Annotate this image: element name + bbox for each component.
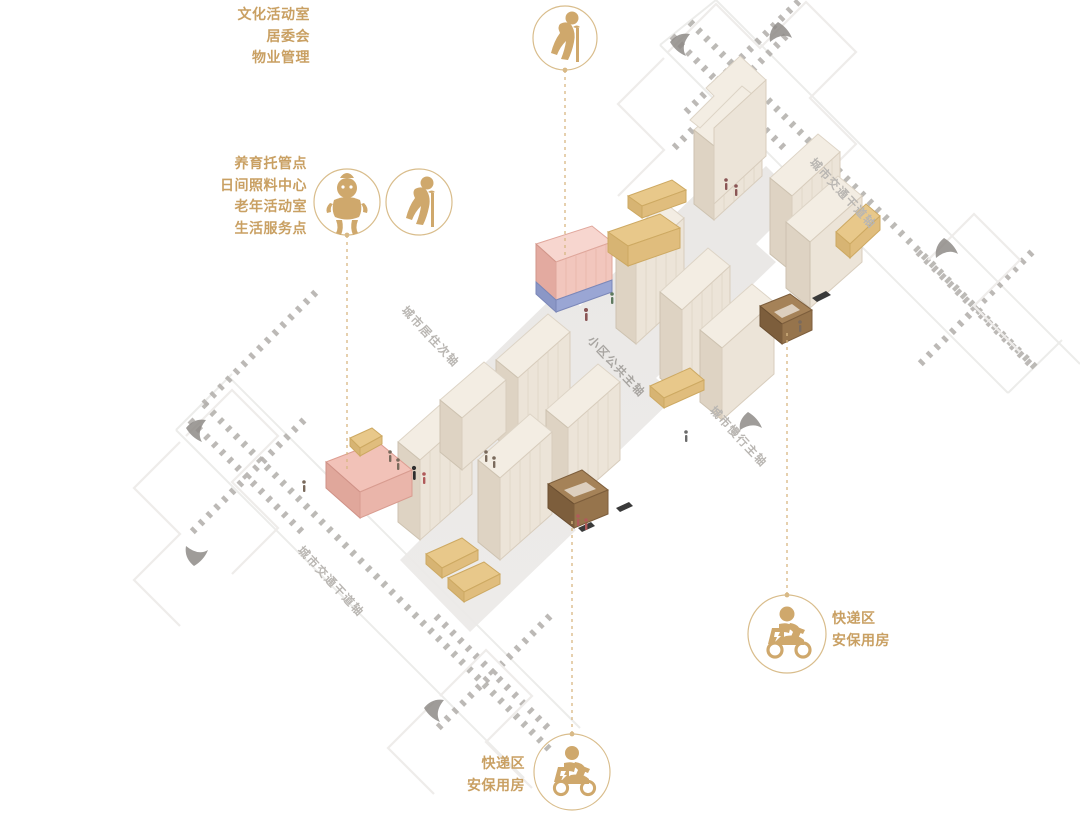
callout-line: 养育托管点 (234, 155, 307, 171)
elderly-icon (551, 11, 580, 62)
callout-line: 安保用房 (832, 631, 890, 648)
callout-icon-circles[interactable] (313, 5, 827, 811)
brown-pavilion-gate-center (547, 469, 609, 530)
road-direction-arrows (185, 22, 958, 722)
callout-leaders (346, 70, 788, 734)
tower-r4-b (439, 361, 507, 472)
tower-r4-c (477, 413, 553, 562)
tower-r2-c (699, 283, 775, 422)
callout-label-delivery-bottom: 快递区 安保用房 (467, 753, 525, 796)
gold-block-center-2 (626, 179, 688, 219)
people-figures (302, 178, 802, 530)
delivery-scooter-icon-2 (552, 746, 597, 797)
callout-line: 快递区 (481, 755, 525, 771)
gold-block-bottom-2 (447, 561, 501, 604)
delivery-scooter-icon (766, 606, 812, 659)
gold-block-center (606, 213, 682, 267)
icon-circle-delivery-bottom (533, 733, 611, 811)
building-cluster (302, 55, 881, 604)
gold-block-r1 (835, 203, 881, 260)
gold-block-mid-right (649, 367, 705, 410)
pink-tower-community-service (535, 225, 614, 314)
callout-line: 快递区 (832, 610, 876, 626)
icon-circle-culture (532, 5, 598, 71)
callout-line: 文化活动室 (237, 6, 310, 22)
callout-label-childcare: 养育托管点 日间照料中心 老年活动室 生活服务点 (220, 153, 307, 240)
gold-block-bottom-1 (425, 537, 479, 580)
callout-line: 物业管理 (252, 49, 310, 66)
icon-circle-elderly (385, 168, 453, 236)
icon-circle-delivery-right (747, 594, 827, 674)
tower-r1-b (689, 55, 767, 206)
callout-line: 安保用房 (467, 776, 525, 793)
callout-line: 日间照料中心 (220, 176, 307, 193)
road-centerline-cross (201, 0, 803, 407)
brown-pavilion-gate-right (759, 293, 813, 346)
road-network (132, 0, 1080, 795)
callout-label-delivery-right: 快递区 安保用房 (832, 608, 890, 651)
icon-circle-childcare (313, 168, 381, 236)
elderly-icon-2 (406, 176, 435, 227)
callout-line: 居委会 (266, 27, 310, 44)
callout-line: 老年活动室 (234, 198, 307, 215)
gold-pill-left (349, 427, 383, 458)
baby-icon (326, 173, 368, 235)
callout-label-culture: 文化活动室 居委会 物业管理 (238, 4, 311, 69)
callout-line: 生活服务点 (234, 220, 307, 237)
